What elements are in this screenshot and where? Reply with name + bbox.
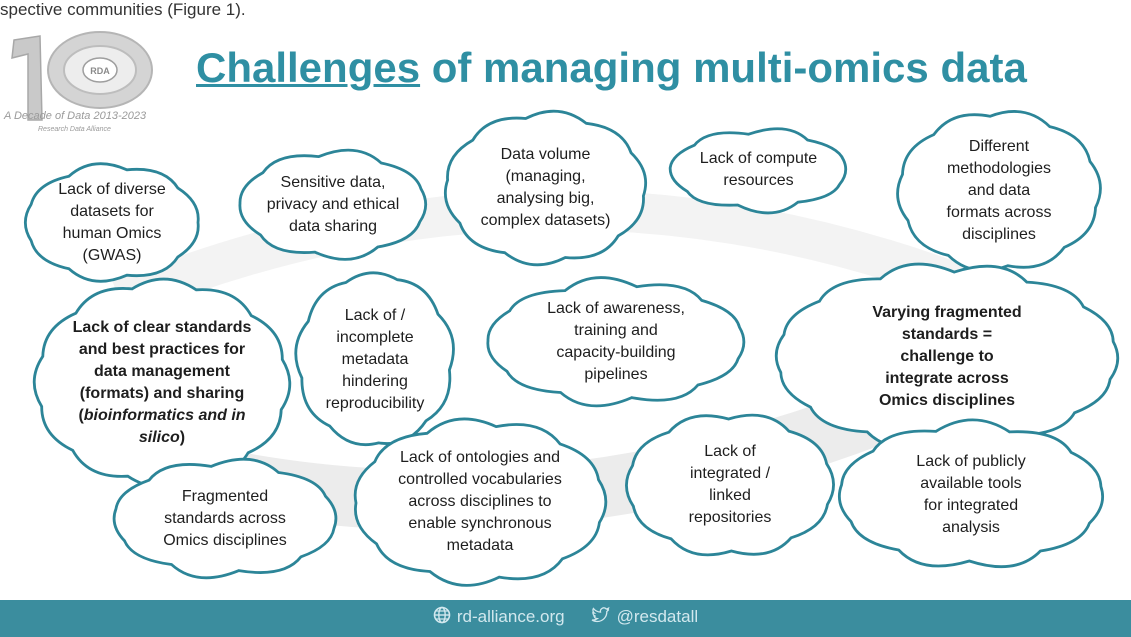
cloud-line: Fragmented: [181, 487, 269, 505]
title-underlined-word: Challenges: [196, 44, 421, 91]
cloud-line: datasets for: [70, 202, 154, 220]
globe-icon: [433, 606, 451, 629]
cloud-text-sensitive-data: Sensitive data, privacy and ethical data s…: [236, 148, 430, 261]
cloud-line: Omics disciplines: [878, 392, 1016, 409]
cloud-line: challenge to: [900, 348, 994, 365]
cloud-text-compute-resources: Lack of compute resources: [666, 126, 851, 214]
logo-tagline: A Decade of Data 2013-2023: [4, 110, 147, 122]
cloud-shapes: [23, 109, 1120, 587]
cloud-line: (GWAS): [82, 246, 142, 264]
cloud-line: for integrated: [923, 497, 1019, 514]
top-text-fragment: spective communities (Figure 1).: [0, 0, 246, 19]
cloud-line: standards =: [901, 326, 993, 343]
cloud-line: Sensitive data,: [280, 173, 386, 191]
cloud-public-tools: [838, 418, 1105, 568]
cloud-line: metadata: [446, 537, 514, 554]
cloud-text-data-volume: Data volume (managing, analysing big, compl…: [443, 109, 648, 267]
cloud-fragmented-standards: [112, 457, 338, 580]
cloud-line: controlled vocabularies: [398, 471, 562, 488]
cloud-text-incomplete-metadata: Lack of / incomplete metadata hindering repr…: [296, 268, 454, 451]
cloud-line: privacy and ethical: [266, 195, 400, 213]
cloud-line: Different: [968, 138, 1030, 155]
twitter-icon: [591, 606, 611, 629]
cloud-text-varying-standards: Varying fragmented standards = challenge t…: [774, 264, 1120, 450]
cloud-line: resources: [723, 172, 794, 189]
cloud-line: human Omics: [62, 224, 162, 242]
cloud-line: (formats) and sharing: [79, 385, 245, 402]
cloud-line: Lack of /: [344, 306, 406, 324]
rda-badge-text: RDA: [90, 66, 110, 76]
cloud-line: hindering: [342, 372, 408, 390]
page-title: Challenges of managing multi-omics data: [196, 44, 1046, 100]
footer-bar: rd-alliance.org @resdatall: [0, 600, 1131, 637]
cloud-text-linked-repositories: Lack of integrated / linked repositories: [624, 411, 836, 559]
cloud-line: Lack of publicly: [916, 453, 1026, 470]
title-rest: of managing multi-omics data: [420, 44, 1027, 91]
cloud-line: complex datasets): [480, 212, 611, 229]
cloud-line: available tools: [920, 475, 1022, 492]
cloud-line: integrate across: [885, 370, 1009, 387]
cloud-line: standards across: [164, 509, 286, 527]
twitter-handle[interactable]: @resdatall: [616, 606, 699, 626]
cloud-line: reproducibility: [325, 394, 425, 412]
cloud-line: training and: [574, 322, 658, 339]
cloud-line: formats across: [946, 204, 1052, 221]
cloud-line: silico): [138, 429, 186, 446]
cloud-line: disciplines: [962, 226, 1036, 243]
cloud-awareness-training: [486, 276, 746, 408]
cloud-linked-repositories: [625, 413, 835, 557]
cloud-line: linked: [709, 487, 751, 504]
cloud-text-awareness-training: Lack of awareness, training and capacity-b…: [484, 278, 748, 406]
cloud-line: Omics disciplines: [163, 531, 287, 549]
cloud-line: analysis: [942, 519, 1000, 536]
cloud-line: across disciplines to: [408, 493, 552, 510]
cloud-text-clear-standards: Lack of clear standards and best practice…: [34, 278, 290, 488]
cloud-line: analysing big,: [496, 190, 595, 207]
cloud-text-diverse-datasets: Lack of diverse datasets for human Omics (G…: [22, 161, 202, 284]
cloud-line: Lack of compute: [699, 150, 818, 167]
cloud-diverse-datasets: [23, 162, 200, 283]
cloud-line: capacity-building: [556, 344, 676, 361]
cloud-text-public-tools: Lack of publicly available tools for integ…: [836, 421, 1106, 569]
cloud-line: Lack of awareness,: [547, 300, 685, 317]
cloud-line: Varying fragmented: [872, 304, 1022, 321]
website-link[interactable]: rd-alliance.org: [456, 606, 565, 626]
cloud-ontologies: [353, 417, 608, 587]
cloud-line: (managing,: [505, 168, 586, 185]
cloud-line: repositories: [688, 509, 772, 526]
cloud-line: and data: [967, 182, 1031, 199]
cloud-line: Lack of: [704, 443, 756, 460]
cloud-line: enable synchronous: [408, 515, 552, 532]
cloud-line: pipelines: [584, 366, 648, 383]
cloud-text-ontologies: Lack of ontologies and controlled vocabul…: [352, 418, 608, 586]
rda-decade-logo: RDA: [11, 31, 153, 121]
cloud-data-volume: [443, 109, 648, 267]
cloud-line: and best practices for: [78, 341, 246, 358]
cloud-line: metadata: [341, 350, 409, 368]
cloud-line: Lack of ontologies and: [399, 449, 561, 466]
cloud-line: integrated /: [689, 465, 771, 482]
cloud-line: Data volume: [500, 146, 591, 163]
cloud-line: incomplete: [336, 328, 414, 346]
cloud-sensitive-data: [238, 148, 428, 261]
cloud-line: data management: [93, 363, 231, 380]
cloud-line: Lack of diverse: [58, 180, 166, 198]
cloud-line: data sharing: [288, 217, 378, 235]
logo-subtitle: Research Data Alliance: [38, 126, 111, 133]
cloud-clear-standards: [32, 277, 292, 489]
cloud-compute-resources: [668, 127, 848, 215]
cloud-line: (bioinformatics and in: [78, 407, 246, 424]
cloud-text-different-methodologies: Different methodologies and data formats ac…: [896, 108, 1102, 274]
cloud-line: methodologies: [946, 160, 1052, 177]
cloud-different-methodologies: [896, 110, 1102, 272]
cloud-line: Lack of clear standards: [72, 319, 252, 336]
